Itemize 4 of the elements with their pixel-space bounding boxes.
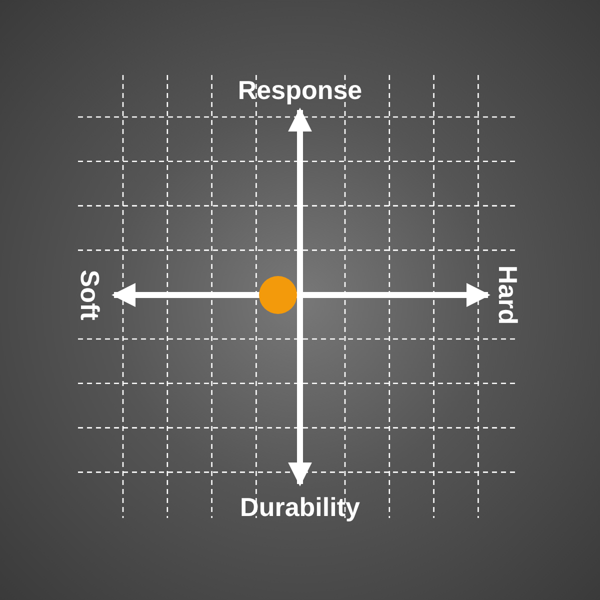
axis-label: Response [238,77,362,103]
axis-label: Durability [240,494,360,520]
axis-label: Hard [495,265,521,325]
axis-label: Soft [77,270,103,320]
